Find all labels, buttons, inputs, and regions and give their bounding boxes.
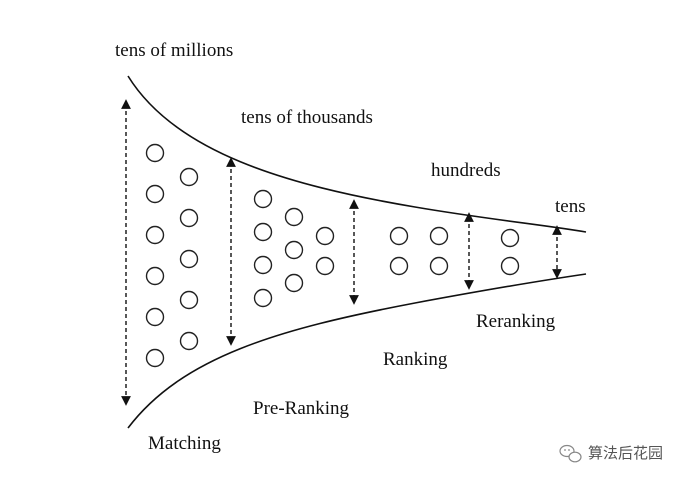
stage-label-pre-ranking: Pre-Ranking [253, 398, 350, 419]
label-tens-of-thousands: tens of thousands [241, 107, 373, 128]
item-circle [145, 143, 165, 163]
pre-ranking-items [253, 189, 335, 308]
label-hundreds: hundreds [431, 160, 501, 181]
stage-label-reranking: Reranking [476, 311, 556, 332]
ranking-items [389, 226, 449, 276]
item-circle [500, 256, 520, 276]
item-circle [389, 256, 409, 276]
item-circle [145, 184, 165, 204]
stage-label-ranking: Ranking [383, 349, 448, 370]
item-circle [179, 208, 199, 228]
funnel-top-curve [127, 75, 587, 233]
item-circle [284, 273, 304, 293]
item-circle [284, 207, 304, 227]
item-circle [284, 240, 304, 260]
item-circle [145, 348, 165, 368]
label-tens-of-millions: tens of millions [115, 40, 233, 61]
item-circle [315, 226, 335, 246]
item-circle [429, 226, 449, 246]
item-circle [500, 228, 520, 248]
item-circle [253, 222, 273, 242]
item-circle [179, 167, 199, 187]
label-tens: tens [555, 196, 586, 217]
reranking-items [500, 228, 520, 276]
item-circle [145, 225, 165, 245]
wechat-icon [559, 444, 582, 463]
item-circle [179, 290, 199, 310]
item-circle [179, 249, 199, 269]
item-circle [389, 226, 409, 246]
funnel-bottom-curve [127, 273, 587, 429]
item-circle [253, 288, 273, 308]
item-circle [253, 189, 273, 209]
watermark: 算法后花园 [559, 444, 663, 463]
item-circle [145, 307, 165, 327]
matching-items [145, 143, 199, 368]
stage-label-matching: Matching [148, 433, 221, 454]
watermark-text: 算法后花园 [588, 444, 663, 462]
item-circle [315, 256, 335, 276]
item-circle [253, 255, 273, 275]
item-circle [429, 256, 449, 276]
item-circle [145, 266, 165, 286]
item-circle [179, 331, 199, 351]
